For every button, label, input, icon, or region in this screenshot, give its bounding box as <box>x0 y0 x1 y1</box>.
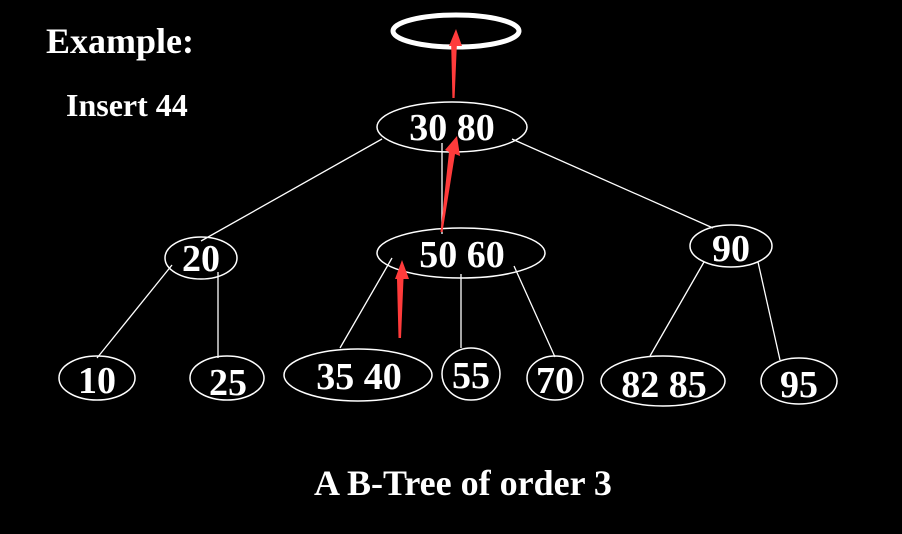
tree-nodes <box>58 12 838 407</box>
node-50-60-label: 50 60 <box>419 234 505 276</box>
leaf-10 <box>58 355 136 401</box>
node-20 <box>164 236 238 280</box>
node-50-60 <box>376 227 546 279</box>
edge-root-to-20 <box>200 138 383 242</box>
leaf-95 <box>760 357 838 405</box>
node-90-label: 90 <box>712 228 750 270</box>
tree-edges <box>96 138 781 361</box>
arrow-50-60-to-root <box>440 136 460 232</box>
edge-root-to-90 <box>511 138 714 229</box>
promotion-arrows <box>395 29 462 338</box>
edge-50-60-to-35-40 <box>339 257 393 349</box>
edge-20-to-10 <box>96 264 173 359</box>
leaf-10-label: 10 <box>78 360 116 402</box>
arrow-35-40-to-50-60 <box>395 260 409 338</box>
edge-90-to-95 <box>757 261 781 361</box>
node-90 <box>689 224 773 268</box>
leaf-25-label: 25 <box>209 362 247 404</box>
arrow-root-to-new-root <box>449 29 462 98</box>
example-heading: Example: <box>46 21 194 61</box>
leaf-70-label: 70 <box>536 360 574 402</box>
leaf-55 <box>441 347 501 401</box>
edge-50-60-to-70 <box>513 265 556 358</box>
diagram-caption: A B-Tree of order 3 <box>314 463 612 503</box>
leaf-82-85-label: 82 85 <box>621 364 707 406</box>
node-20-label: 20 <box>182 238 220 280</box>
operation-label: Insert 44 <box>66 87 188 123</box>
node-labels: 30 80 20 50 60 90 10 25 35 40 55 70 82 8… <box>78 107 818 406</box>
leaf-35-40-label: 35 40 <box>316 356 402 398</box>
leaf-25 <box>189 355 265 401</box>
leaf-95-label: 95 <box>780 364 818 406</box>
edge-90-to-82-85 <box>649 261 705 357</box>
leaf-55-label: 55 <box>452 355 490 397</box>
leaf-82-85 <box>600 355 726 407</box>
leaf-70 <box>526 355 584 401</box>
leaf-35-40 <box>283 348 433 402</box>
